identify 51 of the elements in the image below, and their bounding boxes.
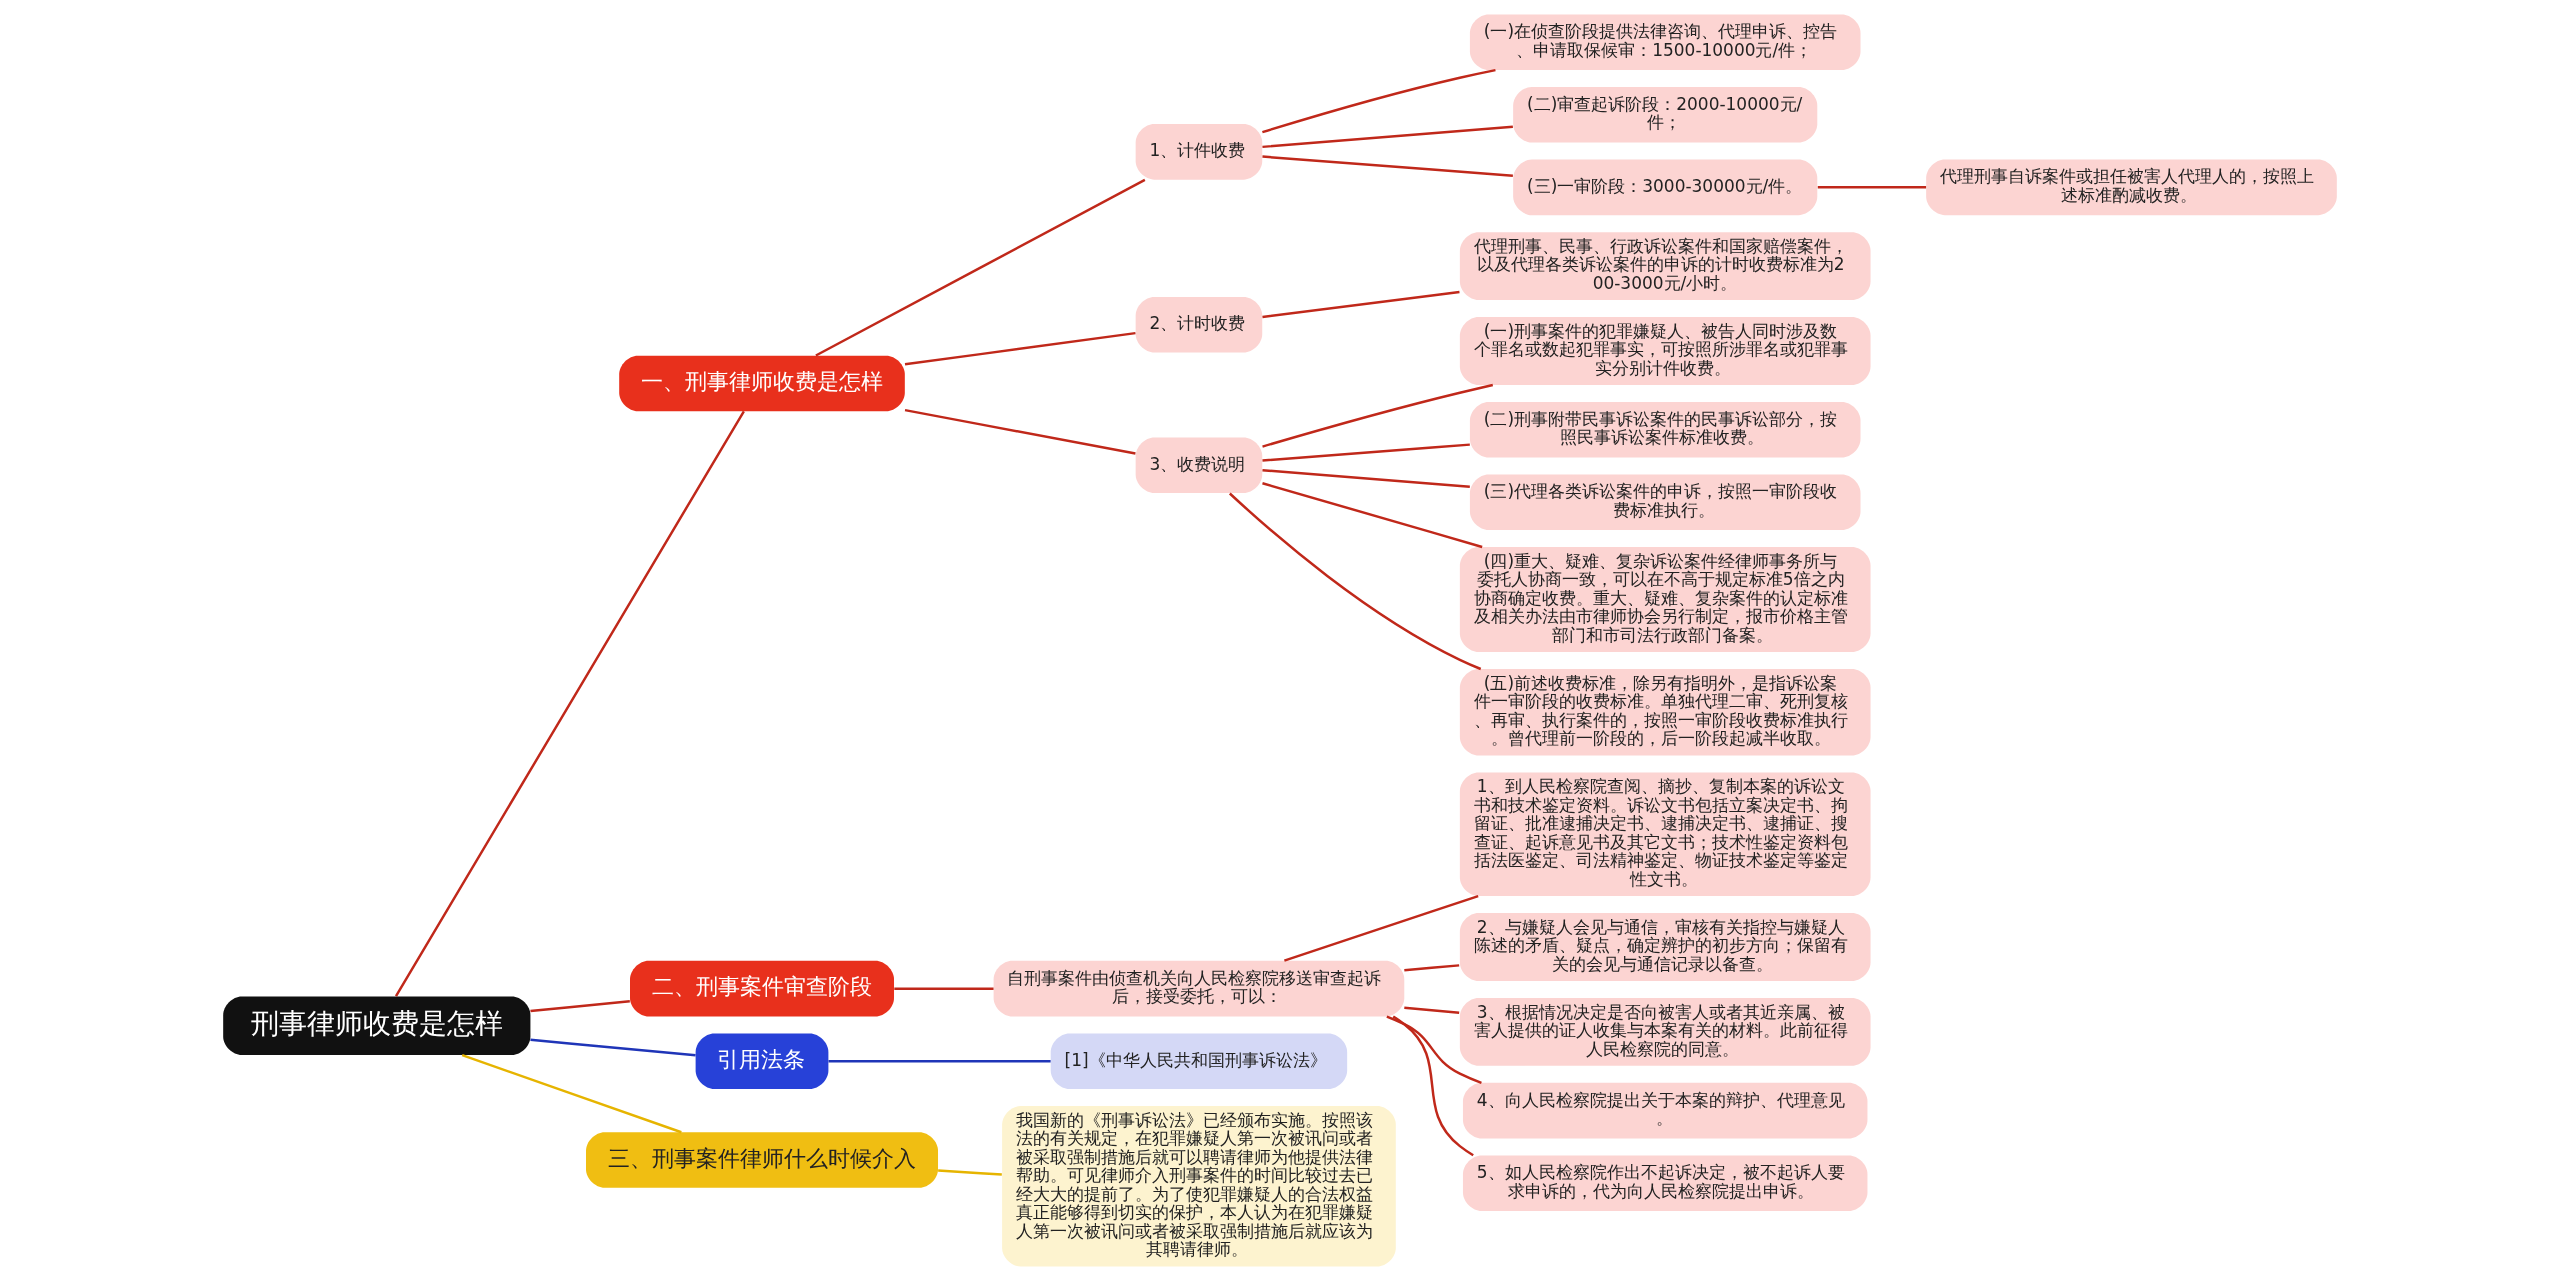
node-box: 1、计件收费 [1135,124,1263,180]
node-box: 我国新的《刑事诉讼法》已经颁布实施。按照该法的有关规定，在犯罪嫌疑人第一次被讯问或者被采取强制措施后就可以聘请律师为他提供法律帮助。可见律师介入刑事案件的时间比较过去已经大大的提前了。为了使犯罪嫌疑人的合法权益真正能够得到切实的保护，本人认为在犯罪嫌疑人第一次被讯问或者被采取强制措施后就应该为其聘请律师。 [1002,1106,1396,1267]
connector [1262,68,1496,134]
node-box: 自刑事案件由侦查机关向人民检察院移送审查起诉后，接受委托，可以： [993,960,1405,1017]
node-box: (一)在侦查阶段提供法律咨询、代理申诉、控告、申请取保候审：1500-10000元/件； [1469,14,1861,70]
connector [1262,469,1470,489]
node-box: 2、计时收费 [1135,296,1263,353]
node-box: 5、如人民检察院作出不起诉决定，被不起诉人要求申诉的，代为向人民检察院提出申诉。 [1462,1155,1868,1211]
connector [530,1000,630,1013]
connector [1262,125,1513,149]
node-box: 代理刑事、民事、行政诉讼案件和国家赔偿案件，以及代理各类诉讼案件的申诉的计时收费标准为200-3000元/小时。 [1459,232,1871,301]
connector [1229,492,1482,671]
connector [1262,290,1460,319]
connector [1817,186,1927,189]
connector [938,1169,1002,1176]
node-box: (五)前述收费标准，除另有指明外，是指诉讼案件一审阶段的收费标准。单独代理二审、死刑复核、再审、执行案件的，按照一审阶段收费标准执行。曾代理前一阶段的，后一阶段起减半收取。 [1459,669,1871,756]
node-box: [1]《中华人民共和国刑事诉讼法》 [1050,1033,1348,1089]
connector [1392,1015,1474,1157]
node-box: 引用法条 [695,1033,829,1089]
node-box: 二、刑事案件审查阶段 [630,960,894,1017]
connector [815,178,1146,357]
connector [1283,894,1479,962]
node-box: 刑事律师收费是怎样 [223,996,531,1056]
connector [894,987,994,990]
connector [461,1054,682,1134]
connector [530,1038,696,1057]
node-box: 一、刑事律师收费是怎样 [619,355,905,412]
connector [828,1060,1051,1063]
connector [904,408,1136,455]
node-box: 三、刑事案件律师什么时候介入 [586,1132,938,1188]
node-box: 2、与嫌疑人会见与通信，审核有关指控与嫌疑人陈述的矛盾、疑点，确定辨护的初步方向；保留有关的会见与通信记录以备查。 [1459,913,1871,981]
connector [1404,1006,1460,1015]
connector [1262,443,1470,462]
node-box: (一)刑事案件的犯罪嫌疑人、被告人同时涉及数个罪名或数起犯罪事实，可按照所涉罪名或犯罪事实分别计件收费。 [1459,317,1871,385]
node-box: (二)刑事附带民事诉讼案件的民事诉讼部分，按照民事诉讼案件标准收费。 [1469,401,1861,458]
node-box: (二)审查起诉阶段：2000-10000元/件； [1513,87,1818,143]
connector [1404,964,1460,972]
node-box: (四)重大、疑难、复杂诉讼案件经律师事务所与委托人协商一致，可以在不高于规定标准5倍之内协商确定收费。重大、疑难、复杂案件的认定标准及相关办法由市律师协会另行制定，报市价格主管部门和市司法行政部门备案。 [1459,547,1871,653]
node-box: 3、收费说明 [1135,437,1263,494]
connector [1386,1015,1482,1084]
node-box: (三)一审阶段：3000-30000元/件。 [1513,159,1818,216]
connector [904,331,1136,366]
node-box: 代理刑事自诉案件或担任被害人代理人的，按照上述标准酌减收费。 [1926,159,2337,216]
node-box: 1、到人民检察院查阅、摘抄、复制本案的诉讼文书和技术鉴定资料。诉讼文书包括立案决定书、拘留证、批准逮捕决定书、逮捕决定书、逮捕证、搜查证、起诉意见书及其它文书；技术性鉴定资料包括法医鉴定、司法精神鉴定、物证技术鉴定等鉴定性文书。 [1459,772,1871,896]
connector [394,410,745,997]
connector [1262,155,1513,178]
connector [1262,383,1494,448]
node-box: 4、向人民检察院提出关于本案的辩护、代理意见。 [1462,1082,1868,1139]
node-box: 3、根据情况决定是否向被害人或者其近亲属、被害人提供的证人收集与本案有关的材料。此前征得人民检察院的同意。 [1459,997,1871,1066]
connector [1262,482,1483,549]
node-box: (三)代理各类诉讼案件的申诉，按照一审阶段收费标准执行。 [1469,474,1861,531]
